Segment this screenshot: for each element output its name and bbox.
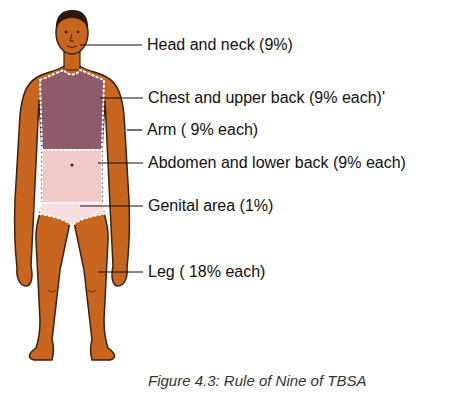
navel	[71, 164, 74, 167]
leader-line	[80, 205, 143, 206]
leader-line	[98, 271, 143, 272]
eye	[65, 31, 68, 34]
region-label: Genital area (1%)	[148, 197, 273, 215]
eye	[77, 31, 80, 34]
region-label: Chest and upper back (9% each)'	[148, 89, 385, 107]
leader-line	[80, 44, 142, 45]
knee-line	[48, 290, 96, 292]
body-outline	[15, 66, 130, 360]
nose	[70, 34, 74, 41]
figure-caption: Figure 4.3: Rule of Nine of TBSA	[148, 372, 366, 390]
region-label: Leg ( 18% each)	[148, 263, 265, 281]
mouth	[67, 46, 77, 48]
leader-line	[127, 129, 142, 130]
leader-line	[100, 97, 143, 98]
region-label: Arm ( 9% each)	[147, 121, 258, 139]
leader-line	[98, 162, 143, 163]
leader-lines	[80, 45, 143, 272]
hair	[56, 10, 88, 30]
region-label: Head and neck (9%)	[147, 36, 293, 54]
chest-region	[40, 70, 104, 150]
region-label: Abdomen and lower back (9% each)	[148, 154, 406, 172]
abdomen-region	[42, 150, 102, 203]
